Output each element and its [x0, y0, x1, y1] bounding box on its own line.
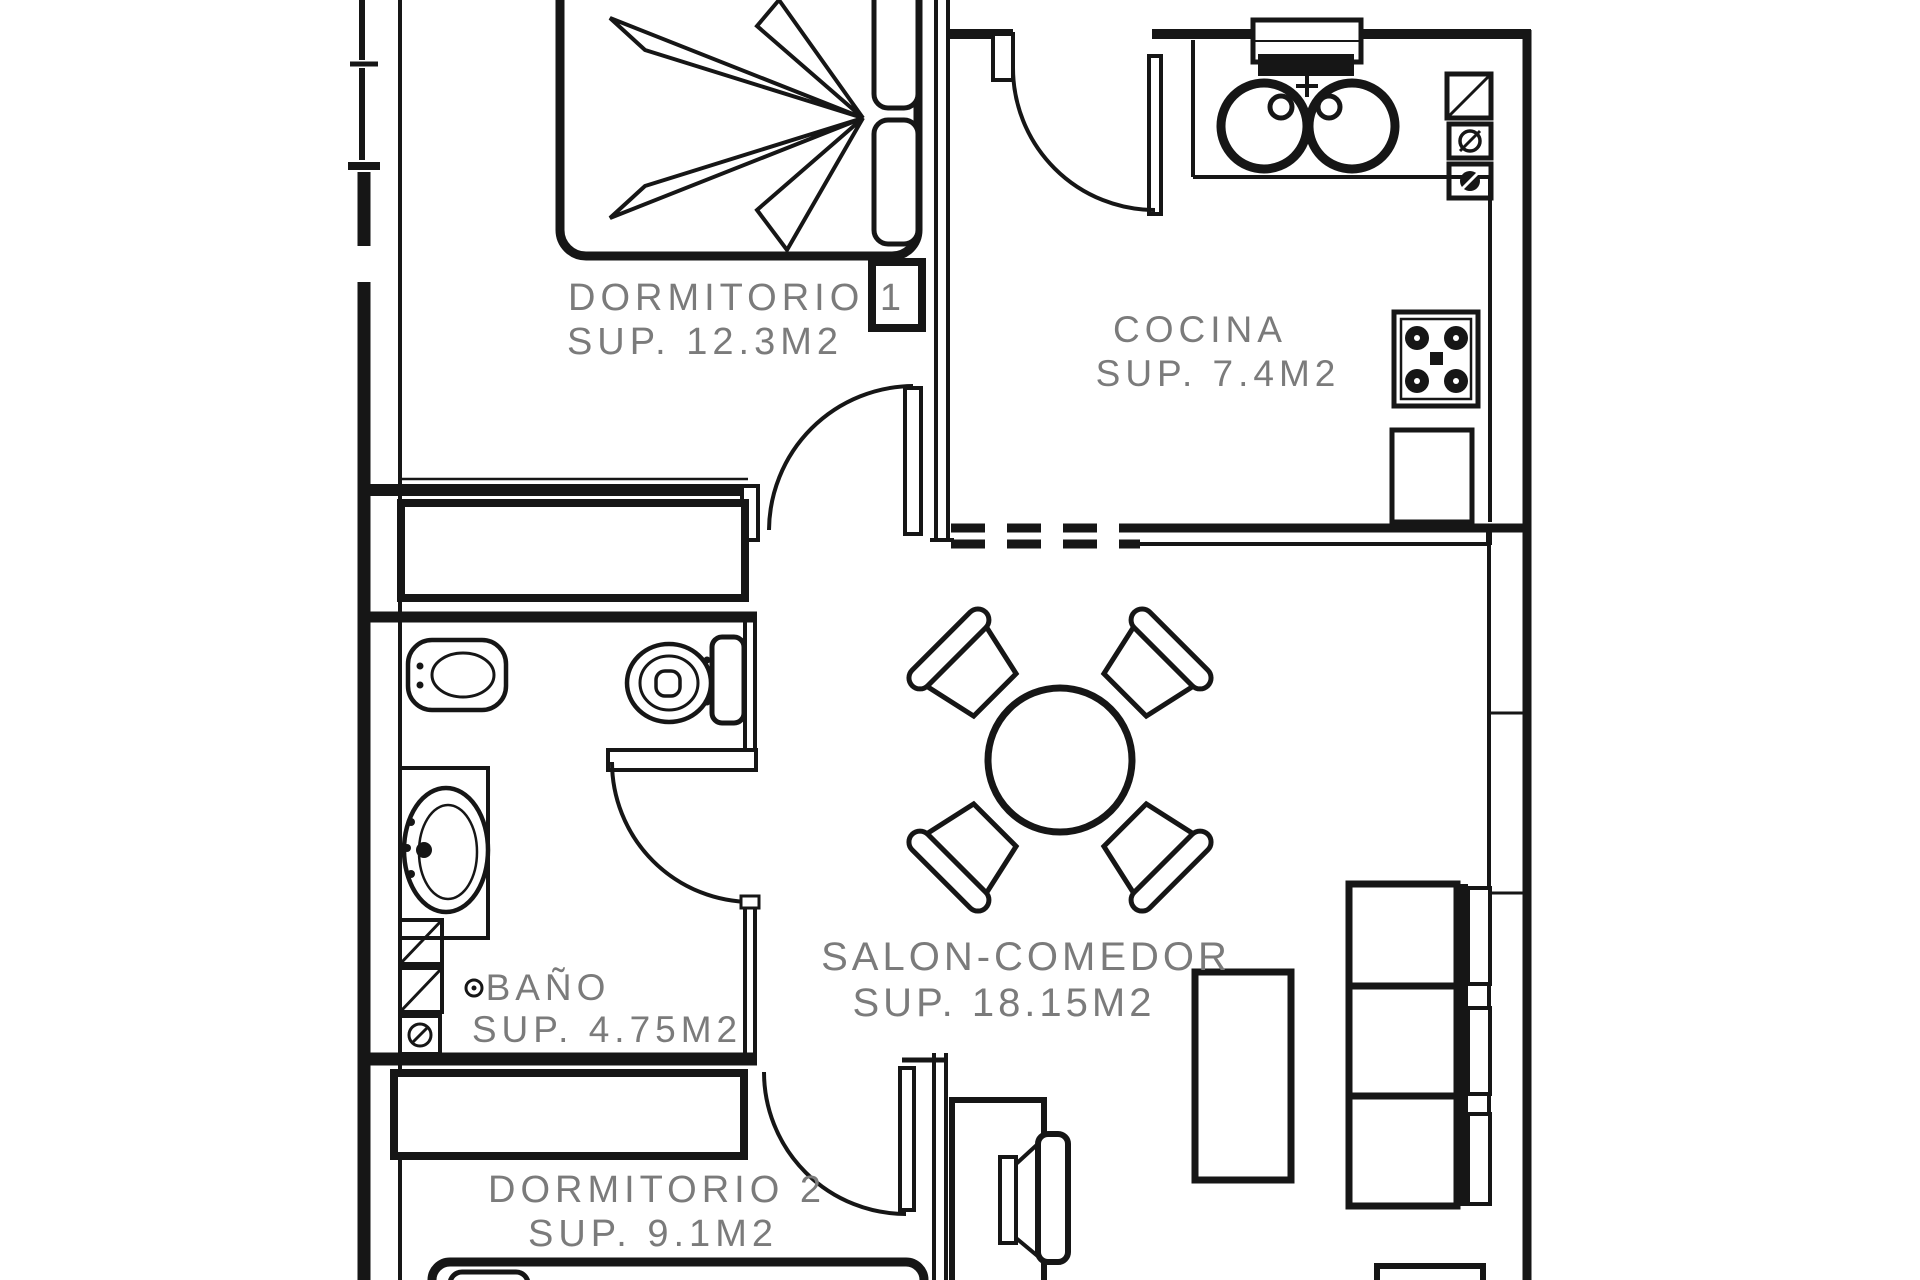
door-swing-arc	[610, 761, 753, 904]
sink-basin	[1216, 78, 1312, 174]
appliance-icon	[1446, 121, 1494, 161]
bathroom-door	[606, 748, 761, 910]
pillow-icon	[871, 117, 921, 247]
door-leaf	[903, 386, 923, 536]
bed-blanket-fold-icon	[608, 0, 865, 254]
door-jamb	[991, 32, 1015, 82]
shower-module-icon	[398, 918, 444, 1056]
walls	[348, 0, 1532, 1280]
sofa-seat	[1345, 880, 1461, 990]
room-area-cocina: SUP. 7.4M2	[1096, 353, 1341, 394]
toilet-icon	[624, 634, 747, 726]
bedroom1-furniture	[397, 0, 926, 602]
dining-table-icon	[984, 684, 1136, 836]
nightstand-icon	[868, 258, 926, 332]
double-sink-icon	[1216, 54, 1400, 174]
kitchen-door	[991, 32, 1163, 216]
room-area-dormitorio1: SUP. 12.3M2	[567, 321, 843, 363]
room-label-salon: SALON-COMEDOR	[821, 935, 1231, 979]
dining-set-icon	[904, 604, 1215, 915]
coffee-table-icon	[1191, 968, 1295, 1184]
tv-unit-icon	[949, 1097, 1071, 1280]
drainboard	[1258, 54, 1354, 76]
single-bed-icon	[427, 1257, 929, 1280]
pillow-icon	[871, 0, 921, 111]
room-label-bano: BAÑO	[486, 967, 611, 1008]
room-area-salon: SUP. 18.15M2	[853, 981, 1156, 1025]
door-jamb	[739, 894, 761, 910]
room-area-dormitorio2: SUP. 9.1M2	[528, 1213, 778, 1255]
drain-hole	[1315, 93, 1343, 121]
sofa-back-cushion	[1466, 1006, 1492, 1096]
kitchen-base-cabinet-icon	[1389, 427, 1475, 525]
room-labels: DORMITORIO 1 SUP. 12.3M2 COCINA SUP. 7.4…	[464, 277, 1341, 1255]
pillow-icon	[448, 1269, 530, 1280]
tv-back	[998, 1155, 1018, 1245]
bathroom-fixtures	[398, 634, 747, 1056]
room-label-dormitorio2: DORMITORIO 2	[488, 1169, 826, 1211]
sofa-back-cushion	[1466, 1112, 1492, 1206]
door-swing-arc	[1011, 67, 1156, 212]
kitchen-cabinet-icon	[1444, 71, 1494, 121]
room-label-cocina: COCINA	[1113, 309, 1287, 350]
door-swing-arc	[762, 1071, 907, 1216]
sink-basin	[1304, 78, 1400, 174]
sofa-back	[1457, 884, 1468, 1206]
sofa-seat	[1345, 1092, 1461, 1210]
sofa-back-cushion	[1466, 886, 1492, 986]
stove-icon	[1391, 309, 1481, 409]
door-leaf	[898, 1066, 916, 1212]
room-label-dormitorio1: DORMITORIO 1	[568, 277, 906, 319]
appliance-icon	[1446, 161, 1494, 201]
room-area-bano: SUP. 4.75M2	[472, 1009, 742, 1050]
salon-furniture	[904, 604, 1492, 1280]
door-leaf	[1147, 54, 1163, 216]
sofa-seat	[1345, 982, 1461, 1100]
tv-screen	[1035, 1131, 1071, 1265]
drain-hole	[1267, 93, 1295, 121]
wardrobe-icon	[390, 1069, 748, 1160]
washbasin-icon	[400, 766, 491, 940]
side-table-icon	[1374, 1263, 1486, 1280]
bedroom1-door	[740, 384, 923, 542]
bidet-icon	[405, 637, 509, 713]
door-leaf	[606, 748, 758, 772]
bedroom2-door	[762, 1066, 916, 1216]
door-swing-arc	[767, 384, 914, 531]
kitchen-fixtures	[1191, 17, 1494, 525]
sofa-icon	[1345, 880, 1492, 1210]
bedroom2-furniture	[390, 1069, 929, 1280]
faucet-icon	[1296, 75, 1318, 97]
hall-wardrobe-icon	[397, 499, 749, 602]
keynote-circle-icon	[464, 978, 484, 998]
